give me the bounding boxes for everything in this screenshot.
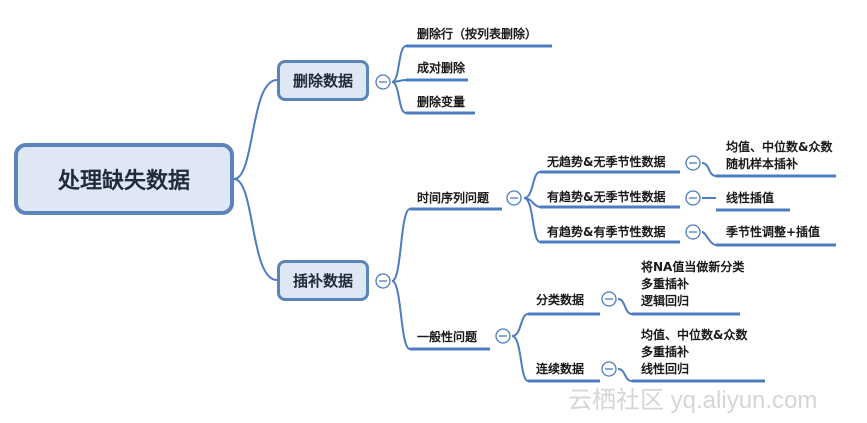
root-node[interactable]: 处理缺失数据 [14, 143, 234, 215]
method-random-sample: 随机样本插补 [726, 157, 799, 171]
method-multiple-imputation: 多重插补 [641, 345, 690, 359]
watermark: 云栖社区 yq.aliyun.com [568, 387, 818, 414]
method-linear-regression: 线性回归 [641, 362, 690, 376]
node-pairwise-delete[interactable]: 成对删除 [417, 61, 466, 75]
node-delete-variables[interactable]: 删除变量 [417, 95, 466, 109]
node-delete-rows[interactable]: 删除行（按列表删除） [417, 27, 538, 41]
node-trend-season[interactable]: 有趋势&有季节性数据 [547, 225, 666, 239]
node-trend-no-season[interactable]: 有趋势&无季节性数据 [547, 190, 666, 204]
node-categorical-data[interactable]: 分类数据 [536, 293, 585, 307]
node-no-trend-no-season[interactable]: 无趋势&无季节性数据 [547, 155, 666, 169]
method-logistic-regression: 逻辑回归 [641, 294, 690, 308]
method-seasonal-adjust: 季节性调整+插值 [726, 225, 821, 239]
node-continuous-data[interactable]: 连续数据 [536, 362, 585, 376]
node-general-problem[interactable]: 一般性问题 [417, 330, 478, 344]
method-mean-median-mode: 均值、中位数&众数 [726, 140, 833, 154]
node-impute-data[interactable]: 插补数据 [277, 260, 369, 301]
node-time-series[interactable]: 时间序列问题 [417, 191, 490, 205]
method-na-as-category: 将NA值当做新分类 [641, 260, 745, 274]
node-delete-data[interactable]: 删除数据 [277, 60, 369, 101]
method-linear-interpolation: 线性插值 [726, 191, 775, 205]
method-mean-median-mode: 均值、中位数&众数 [641, 328, 748, 342]
method-multiple-imputation: 多重插补 [641, 277, 690, 291]
